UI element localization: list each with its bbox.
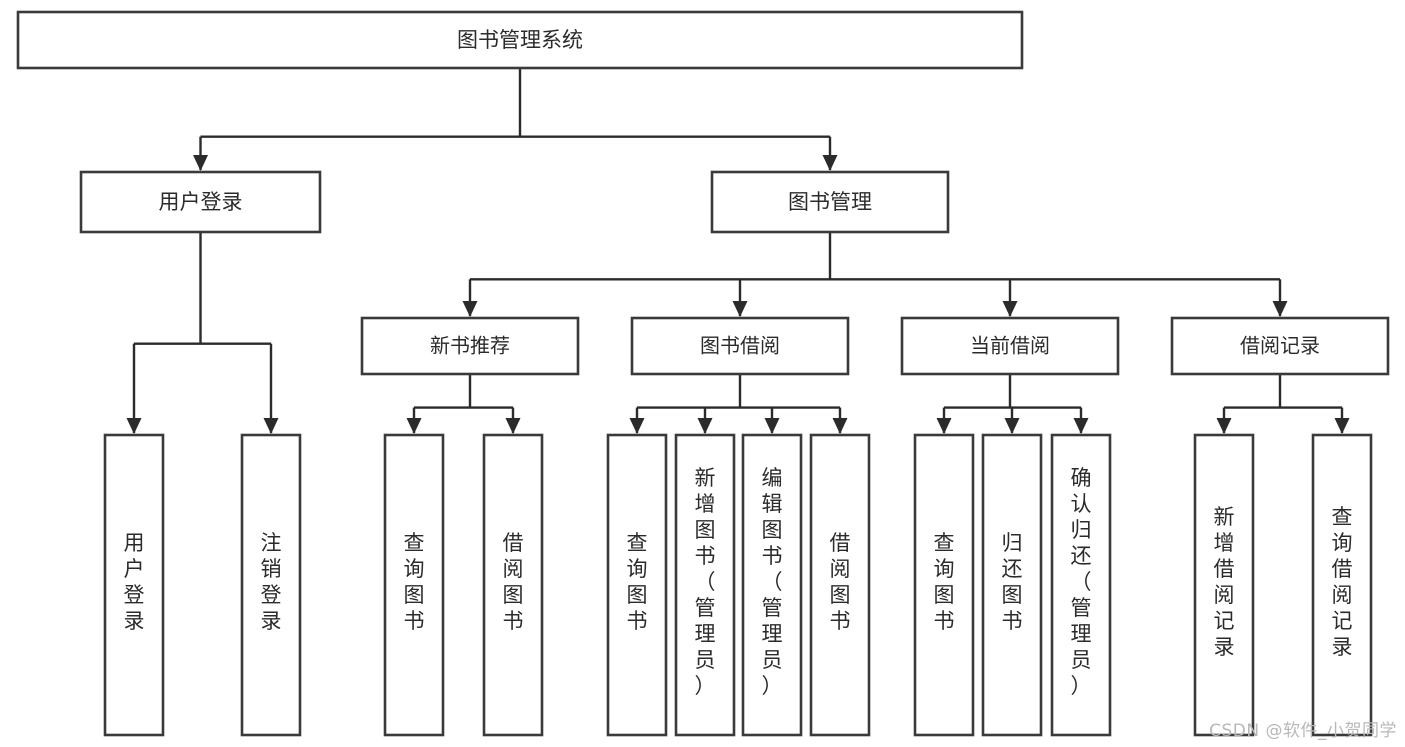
- node-leaf-rec-add-rect: [1193, 433, 1255, 737]
- node-current-borrow[interactable]: 当前借阅: [900, 316, 1120, 376]
- root-node-system-title[interactable]: 图书管理系统: [16, 10, 1024, 70]
- node-leaf-cur-query-rect: [913, 433, 975, 737]
- node-leaf-borrow-add-label: 新增图书（管理员）: [695, 466, 716, 698]
- arrow-head-icon: [1073, 418, 1089, 434]
- arrow-head-icon: [1002, 301, 1018, 317]
- node-current-borrow-rect: [900, 316, 1120, 376]
- node-leaf-rec-borrow-label: 借阅图书: [503, 531, 524, 633]
- arrow-head-icon: [462, 301, 478, 317]
- node-book-borrow[interactable]: 图书借阅: [630, 316, 850, 376]
- node-leaf-rec-add-label: 新增借阅记录: [1214, 505, 1235, 659]
- node-book-borrow-label: 图书借阅: [700, 334, 780, 358]
- node-current-borrow-label: 当前借阅: [970, 334, 1050, 358]
- node-leaf-rec-borrow-rect: [482, 433, 544, 737]
- node-borrow-record-rect: [1170, 316, 1390, 376]
- root-node-system-title-rect: [16, 10, 1024, 70]
- node-leaf-rec-search[interactable]: 查询借阅记录: [1311, 433, 1373, 737]
- node-leaf-borrow-query[interactable]: 查询图书: [606, 433, 668, 737]
- node-leaf-borrow-edit-label: 编辑图书（管理员）: [762, 466, 783, 698]
- node-leaf-user-login-label: 用户登录: [124, 531, 145, 633]
- node-leaf-rec-query-rect: [383, 433, 445, 737]
- node-leaf-borrow-edit-rect: [741, 433, 803, 737]
- arrow-head-icon: [505, 418, 521, 434]
- arrow-head-icon: [732, 301, 748, 317]
- arrow-head-icon: [764, 418, 780, 434]
- node-leaf-borrow-query-label: 查询图书: [627, 531, 648, 633]
- node-book-borrow-rect: [630, 316, 850, 376]
- node-user-login[interactable]: 用户登录: [79, 170, 322, 234]
- arrow-head-icon: [1272, 301, 1288, 317]
- node-leaf-user-login[interactable]: 用户登录: [103, 433, 165, 737]
- arrow-head-icon: [1216, 418, 1232, 434]
- node-leaf-borrow-add-rect: [674, 433, 736, 737]
- node-leaf-rec-query[interactable]: 查询图书: [383, 433, 445, 737]
- node-leaf-borrow-lend-rect: [809, 433, 871, 737]
- arrow-head-icon: [406, 418, 422, 434]
- node-book-manage-label: 图书管理: [788, 190, 872, 214]
- node-leaf-cur-query-label: 查询图书: [934, 531, 955, 633]
- node-leaf-borrow-lend[interactable]: 借阅图书: [809, 433, 871, 737]
- node-leaf-user-logout[interactable]: 注销登录: [240, 433, 302, 737]
- node-user-login-rect: [79, 170, 322, 234]
- node-user-login-label: 用户登录: [159, 190, 243, 214]
- node-leaf-borrow-edit[interactable]: 编辑图书（管理员）: [741, 433, 803, 737]
- arrow-head-icon: [697, 418, 713, 434]
- watermark-text: CSDN @软件_小贺同学: [1209, 721, 1397, 741]
- node-new-book-rec-rect: [360, 316, 580, 376]
- node-new-book-rec[interactable]: 新书推荐: [360, 316, 580, 376]
- arrow-head-icon: [822, 155, 838, 171]
- node-new-book-rec-label: 新书推荐: [430, 334, 510, 358]
- node-leaf-cur-return-label: 归还图书: [1002, 531, 1023, 633]
- node-leaf-rec-query-label: 查询图书: [404, 531, 425, 633]
- node-borrow-record-label: 借阅记录: [1240, 334, 1320, 358]
- node-leaf-rec-search-rect: [1311, 433, 1373, 737]
- node-borrow-record[interactable]: 借阅记录: [1170, 316, 1390, 376]
- node-leaf-rec-add[interactable]: 新增借阅记录: [1193, 433, 1255, 737]
- arrow-head-icon: [1004, 418, 1020, 434]
- node-leaf-rec-search-label: 查询借阅记录: [1332, 505, 1353, 659]
- node-leaf-borrow-add[interactable]: 新增图书（管理员）: [674, 433, 736, 737]
- node-leaf-user-logout-rect: [240, 433, 302, 737]
- node-leaf-user-logout-label: 注销登录: [261, 531, 282, 633]
- arrow-head-icon: [193, 155, 208, 171]
- root-node-system-title-label: 图书管理系统: [457, 28, 583, 52]
- arrow-head-icon: [263, 418, 279, 434]
- node-leaf-cur-query[interactable]: 查询图书: [913, 433, 975, 737]
- node-leaf-borrow-query-rect: [606, 433, 668, 737]
- connector-layer: [126, 68, 1350, 434]
- node-leaf-cur-confirm[interactable]: 确认归还（管理员）: [1050, 433, 1112, 737]
- node-book-manage[interactable]: 图书管理: [710, 170, 950, 234]
- node-leaf-borrow-lend-label: 借阅图书: [830, 531, 851, 633]
- node-layer: 图书管理系统用户登录图书管理新书推荐图书借阅当前借阅借阅记录用户登录注销登录查询…: [16, 10, 1390, 737]
- node-leaf-cur-confirm-rect: [1050, 433, 1112, 737]
- node-leaf-cur-return-rect: [981, 433, 1043, 737]
- arrow-head-icon: [126, 418, 142, 434]
- arrow-head-icon: [936, 418, 952, 434]
- arrow-head-icon: [832, 418, 848, 434]
- node-leaf-cur-return[interactable]: 归还图书: [981, 433, 1043, 737]
- node-leaf-rec-borrow[interactable]: 借阅图书: [482, 433, 544, 737]
- arrow-head-icon: [629, 418, 645, 434]
- node-leaf-user-login-rect: [103, 433, 165, 737]
- node-leaf-cur-confirm-label: 确认归还（管理员）: [1071, 466, 1092, 698]
- arrow-head-icon: [1334, 418, 1350, 434]
- node-book-manage-rect: [710, 170, 950, 234]
